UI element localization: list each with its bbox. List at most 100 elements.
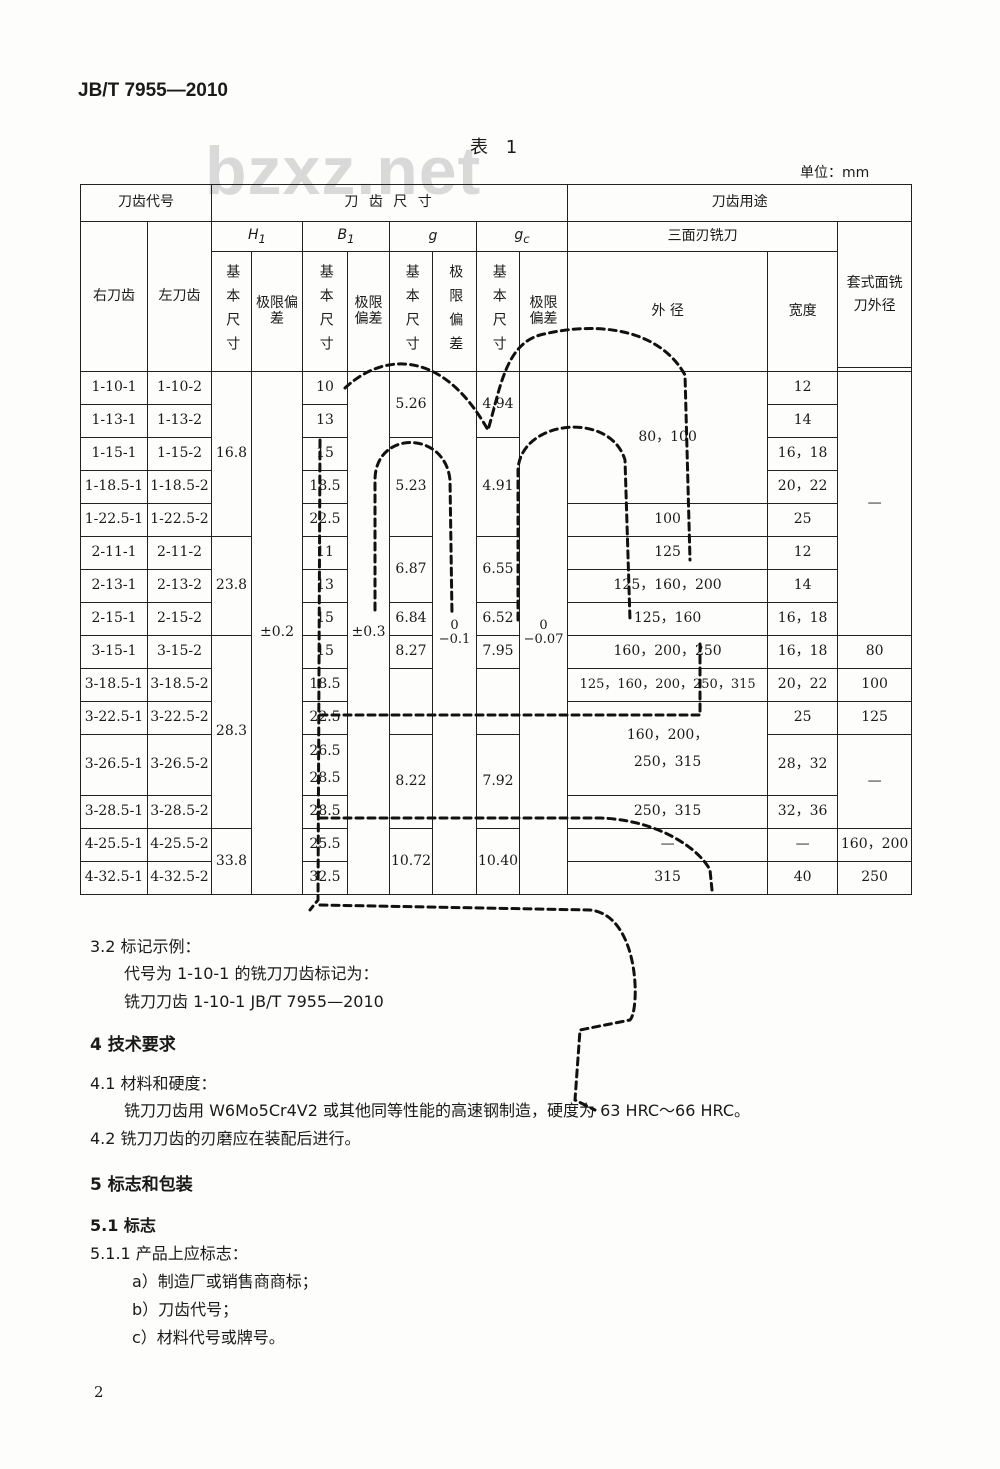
- scribble-stroke: [373, 441, 454, 617]
- list-item-c: c）材料代号或牌号。: [132, 1328, 285, 1347]
- marking-example-code: 铣刀刀齿 1-10-1 JB/T 7955—2010: [124, 992, 384, 1011]
- gc-tolerance: 0−0.07: [518, 371, 569, 895]
- right-code: 2-11-1: [80, 536, 148, 570]
- gc-tol-header: 极限偏差: [518, 251, 569, 372]
- marking-example-line: 代号为 1-10-1 的铣刀刀齿标记为：: [124, 964, 379, 983]
- g-value: 5.26: [389, 371, 433, 438]
- b1-value: 15: [302, 635, 348, 669]
- left-code: 1-18.5-2: [147, 470, 212, 504]
- left-code: 3-22.5-2: [147, 701, 212, 735]
- scribble-stroke: [516, 425, 632, 622]
- width: 40: [767, 861, 839, 895]
- shell-diameter: 125: [837, 701, 913, 735]
- right-code: 2-15-1: [80, 602, 148, 636]
- scribble-stroke: [318, 638, 702, 717]
- b1-value: 18.5: [302, 470, 348, 504]
- width: 20，22: [767, 668, 839, 702]
- b1-value: 10: [302, 371, 348, 405]
- shell-cutter-header: 套式面铣刀外径: [837, 221, 913, 368]
- shell-diameter: 160，200: [837, 828, 913, 862]
- b1-value: 13: [302, 569, 348, 603]
- three-side-cutter-header: 三面刃铣刀: [567, 221, 839, 252]
- width: 14: [767, 569, 839, 603]
- width: 14: [767, 404, 839, 438]
- standard-code: JB/T 7955—2010: [78, 80, 228, 101]
- h1-value: 28.3: [211, 635, 252, 829]
- h1-basic-header: 基本尺寸: [211, 251, 252, 372]
- b1-header: B1: [302, 221, 390, 252]
- shell-diameter: 80: [837, 635, 913, 669]
- list-item-a: a）制造厂或销售商商标；: [132, 1272, 318, 1291]
- b1-value: 22.5: [302, 701, 348, 735]
- width: 16，18: [767, 437, 839, 471]
- b1-value: 13: [302, 404, 348, 438]
- b1-tol-header: 极限偏差: [347, 251, 390, 372]
- outer-diameter: 250，315: [567, 795, 769, 829]
- spec-table: 刀齿代号 刀 齿 尺 寸 刀齿用途 右刀齿 左刀齿 H1 B1 g gc 三面刃…: [80, 184, 913, 895]
- scribble-stroke: [318, 816, 714, 892]
- width: 32，36: [767, 795, 839, 829]
- section-5-1-heading: 5.1 标志: [90, 1216, 156, 1235]
- gc-value: 6.52: [476, 602, 520, 636]
- section-4-heading: 4 技术要求: [90, 1035, 176, 1055]
- shell-diameter: —: [837, 734, 913, 829]
- left-code: 3-26.5-2: [147, 734, 212, 796]
- width-header: 宽度: [767, 251, 839, 372]
- h1-value: 33.8: [211, 828, 252, 895]
- outer-diameter: 160，200，250，315: [567, 701, 769, 796]
- left-code: 3-28.5-2: [147, 795, 212, 829]
- right-code: 1-15-1: [80, 437, 148, 471]
- section-4-2-text: 4.2 铣刀刀齿的刃磨应在装配后进行。: [90, 1129, 361, 1148]
- gc-value-empty: [476, 668, 520, 735]
- list-item-b: b）刀齿代号；: [132, 1300, 239, 1319]
- h1-value: 23.8: [211, 536, 252, 636]
- g-value: 10.72: [389, 828, 433, 895]
- gc-value: 7.95: [476, 635, 520, 669]
- g-value: 8.22: [389, 734, 433, 829]
- left-code: 1-15-2: [147, 437, 212, 471]
- right-code: 1-13-1: [80, 404, 148, 438]
- outer-diameter: 315: [567, 861, 769, 895]
- section-3-2-heading: 3.2 标记示例：: [90, 937, 201, 956]
- g-value: 5.23: [389, 437, 433, 537]
- g-tol-header: 极限偏差: [432, 251, 477, 372]
- g-basic-header: 基本尺寸: [389, 251, 433, 372]
- left-code: 2-13-2: [147, 569, 212, 603]
- outer-diameter: 125，160，200: [567, 569, 769, 603]
- h1-tol-header: 极限偏差: [251, 251, 303, 372]
- scribble-stroke: [343, 326, 692, 562]
- outer-diameter: 125: [567, 536, 769, 570]
- left-code: 4-32.5-2: [147, 861, 212, 895]
- page-number: 2: [94, 1383, 104, 1401]
- usage-header: 刀齿用途: [567, 184, 913, 222]
- right-tooth-header: 右刀齿: [80, 221, 148, 372]
- gc-value: 10.40: [476, 828, 520, 895]
- code-header: 刀齿代号: [80, 184, 212, 222]
- right-code: 1-22.5-1: [80, 503, 148, 537]
- right-code: 3-28.5-1: [80, 795, 148, 829]
- width: 16，18: [767, 602, 839, 636]
- table-title: 表 1: [470, 137, 524, 158]
- g-header: g: [389, 221, 477, 252]
- left-code: 3-18.5-2: [147, 668, 212, 702]
- outer-diameter: 125，160，200，250，315: [567, 668, 769, 702]
- right-code: 4-32.5-1: [80, 861, 148, 895]
- left-code: 2-15-2: [147, 602, 212, 636]
- gc-value: 7.92: [476, 734, 520, 829]
- h1-tolerance: ±0.2: [251, 371, 303, 895]
- scribble-stroke: [318, 903, 637, 1112]
- table-unit: 单位：mm: [800, 165, 870, 181]
- g-value-empty: [389, 668, 433, 735]
- left-code: 1-10-2: [147, 371, 212, 405]
- gc-value: 4.94: [476, 371, 520, 438]
- section-4-1-text: 铣刀刀齿用 W6Mo5Cr4V2 或其他同等性能的高速钢制造，硬度为 63 HR…: [124, 1101, 751, 1120]
- b1-basic-header: 基本尺寸: [302, 251, 348, 372]
- section-4-1-heading: 4.1 材料和硬度：: [90, 1074, 217, 1093]
- h1-value: 16.8: [211, 371, 252, 537]
- outer-diameter: 160，200，250: [567, 635, 769, 669]
- shell-diameter: —: [837, 371, 913, 636]
- section-5-1-1-heading: 5.1.1 产品上应标志：: [90, 1244, 248, 1263]
- g-value: 8.27: [389, 635, 433, 669]
- b1-value: 18.5: [302, 668, 348, 702]
